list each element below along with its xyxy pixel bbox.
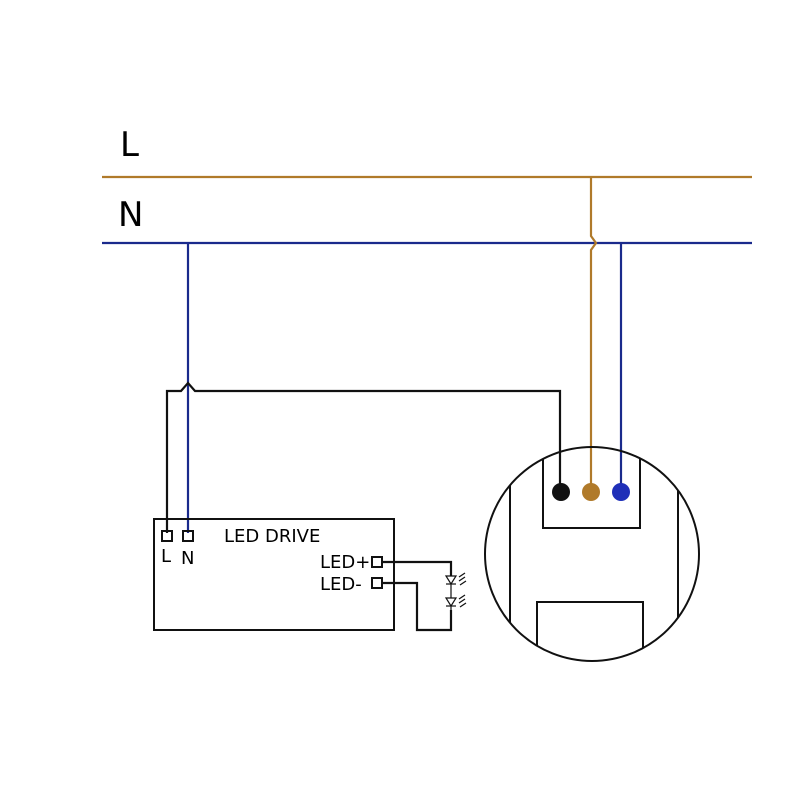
led-plus-wire [382, 560, 453, 576]
lamp-terminal-brown [582, 483, 600, 501]
driver-input-n-label: N [181, 548, 194, 569]
driver-out-minus-label: LED- [320, 574, 362, 595]
line-to-lamp-wire [589, 177, 598, 486]
lamp-terminal-blue [612, 483, 630, 501]
driver-title: LED DRIVE [224, 526, 320, 547]
driver-terminal-l [161, 530, 173, 542]
led-diode-icon [444, 594, 467, 610]
driver-out-plus-label: LED+ [320, 552, 370, 573]
line-label: L [120, 125, 139, 165]
led-diode-icon [444, 572, 467, 598]
driver-terminal-led-minus [371, 577, 383, 589]
driver-terminal-led-plus [371, 556, 383, 568]
neutral-label: N [118, 195, 143, 235]
switched-line-wire [165, 381, 562, 533]
lamp-terminal-black [552, 483, 570, 501]
led-minus-wire [382, 581, 453, 632]
driver-terminal-n [182, 530, 194, 542]
driver-input-l-label: L [161, 546, 171, 567]
led-driver-box [153, 518, 395, 631]
